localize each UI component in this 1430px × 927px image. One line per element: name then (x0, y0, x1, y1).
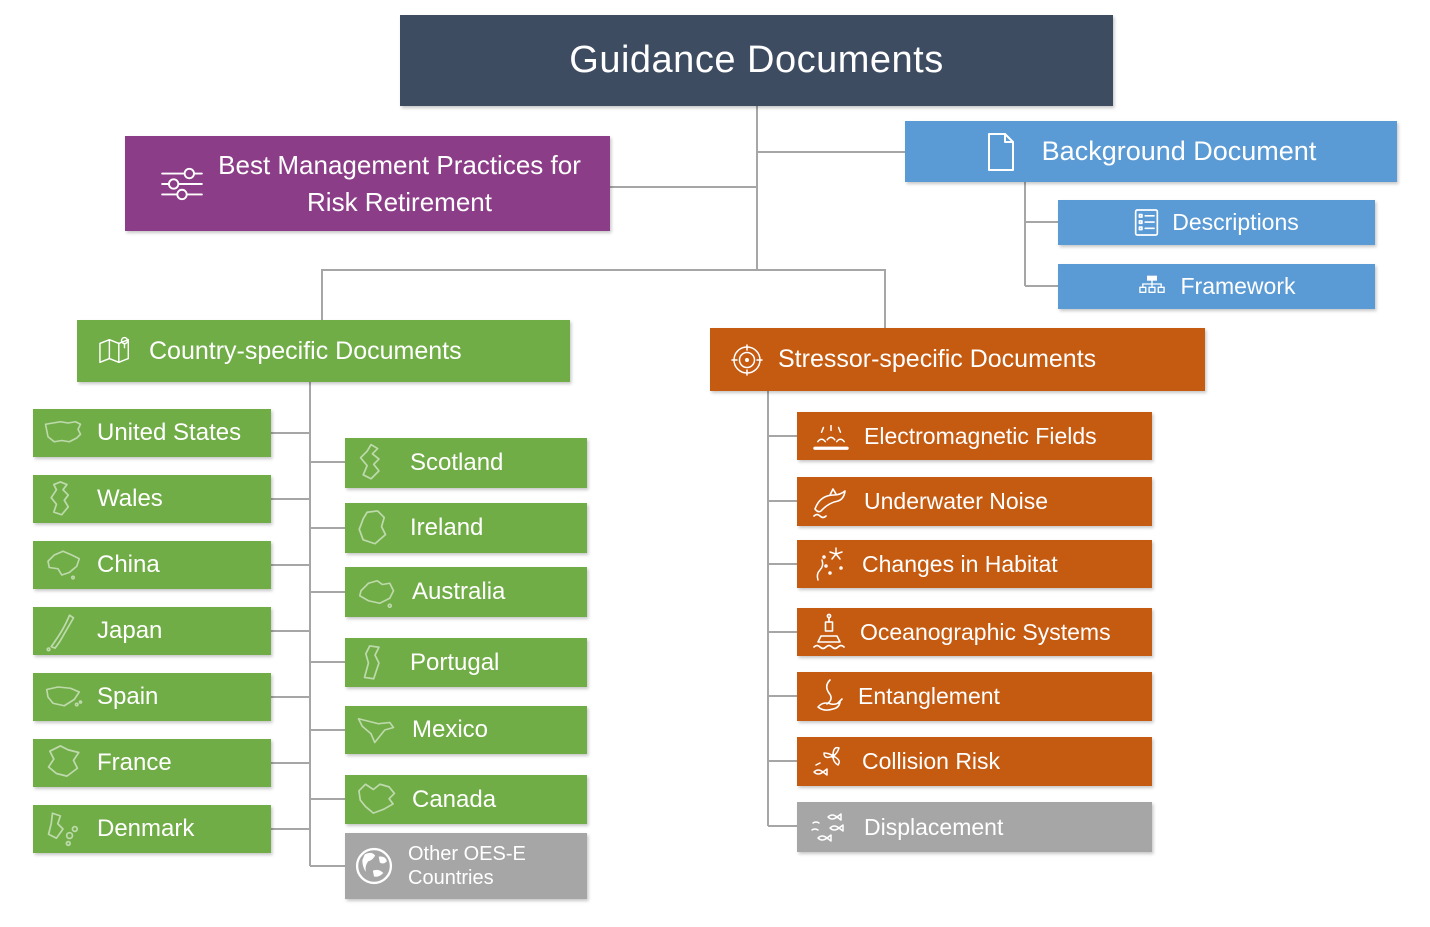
node-wales: Wales (33, 475, 271, 523)
node-background-document: Background Document (905, 121, 1397, 182)
node-label: Background Document (1041, 136, 1317, 166)
node-country-specific-documents: Country-specific Documents (77, 320, 570, 382)
org-chart-icon (1137, 274, 1167, 299)
node-label: China (97, 551, 160, 578)
node-label: Framework (1180, 273, 1296, 299)
node-label: Japan (97, 617, 163, 644)
japan-map-icon (39, 610, 87, 652)
list-icon (1134, 208, 1159, 237)
node-label: Stressor-specific Documents (778, 345, 1097, 373)
node-scotland: Scotland (345, 438, 587, 488)
globe-icon (353, 845, 395, 887)
entanglement-icon (810, 678, 846, 716)
node-label: Oceanographic Systems (860, 618, 1111, 645)
united-states-map-icon (39, 413, 87, 453)
node-label: Canada (412, 785, 497, 813)
node-label: United States (97, 419, 242, 446)
node-label: Collision Risk (862, 748, 1001, 774)
france-map-icon (39, 742, 87, 784)
node-oceanographic-systems: Oceanographic Systems (797, 608, 1152, 656)
node-portugal: Portugal (345, 638, 587, 687)
root-title: Guidance Documents (569, 39, 944, 81)
node-electromagnetic-fields: Electromagnetic Fields (797, 412, 1152, 460)
node-denmark: Denmark (33, 805, 271, 853)
node-label: Electromagnetic Fields (864, 422, 1097, 449)
denmark-map-icon (39, 808, 87, 850)
wales-map-icon (39, 478, 87, 520)
node-descriptions: Descriptions (1058, 200, 1375, 245)
canada-map-icon (353, 779, 399, 821)
changes-in-habitat-icon (810, 546, 850, 582)
node-label: Changes in Habitat (862, 550, 1058, 577)
target-icon (730, 343, 764, 377)
displacement-icon (810, 809, 852, 845)
scotland-map-icon (353, 442, 397, 484)
node-underwater-noise: Underwater Noise (797, 477, 1152, 526)
node-spain: Spain (33, 673, 271, 721)
node-canada: Canada (345, 775, 587, 824)
spain-map-icon (39, 677, 87, 717)
node-label: Underwater Noise (864, 488, 1049, 514)
ireland-map-icon (353, 507, 397, 549)
node-best-management-practices: Best Management Practices for Risk Retir… (125, 136, 610, 231)
china-map-icon (39, 545, 87, 585)
node-label: France (97, 749, 172, 776)
node-label: Mexico (412, 716, 489, 743)
node-label: Portugal (410, 648, 500, 676)
node-label: Best Management Practices for Risk Retir… (218, 149, 581, 217)
mexico-map-icon (353, 710, 399, 750)
node-label: Spain (97, 683, 159, 710)
electromagnetic-fields-icon (810, 419, 852, 453)
node-label: Entanglement (858, 683, 1000, 709)
node-label: Australia (412, 578, 506, 605)
node-australia: Australia (345, 567, 587, 617)
node-label: Wales (97, 485, 163, 512)
collision-risk-icon (810, 744, 850, 780)
node-label: Country-specific Documents (149, 336, 462, 365)
portugal-map-icon (353, 642, 397, 684)
australia-map-icon (353, 572, 399, 612)
node-label: Scotland (410, 449, 504, 476)
node-france: France (33, 739, 271, 787)
node-label: Denmark (97, 815, 195, 842)
node-entanglement: Entanglement (797, 672, 1152, 721)
node-mexico: Mexico (345, 706, 587, 754)
document-icon (986, 132, 1016, 172)
node-label: Displacement (864, 813, 1004, 840)
oceanographic-systems-icon (810, 613, 848, 651)
node-japan: Japan (33, 607, 271, 655)
node-displacement: Displacement (797, 802, 1152, 852)
underwater-noise-icon (810, 485, 852, 519)
node-changes-in-habitat: Changes in Habitat (797, 540, 1152, 588)
map-pin-icon (97, 334, 135, 368)
node-framework: Framework (1058, 264, 1375, 309)
node-united-states: United States (33, 409, 271, 457)
node-other-oes-e-countries: Other OES-E Countries (345, 833, 587, 899)
node-china: China (33, 541, 271, 589)
node-ireland: Ireland (345, 503, 587, 553)
node-guidance-documents: Guidance Documents (400, 15, 1113, 106)
node-label: Other OES-E Countries (408, 843, 526, 889)
node-label: Ireland (410, 514, 484, 541)
node-collision-risk: Collision Risk (797, 737, 1152, 786)
node-stressor-specific-documents: Stressor-specific Documents (710, 328, 1205, 391)
node-label: Descriptions (1172, 209, 1299, 235)
sliders-icon (159, 165, 205, 203)
